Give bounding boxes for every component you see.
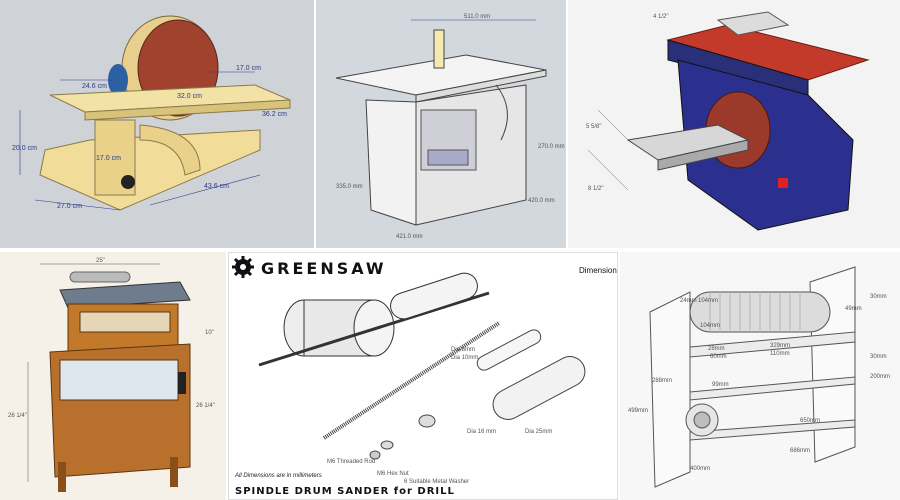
dim-label: 36.2 cm (262, 111, 287, 118)
dim-label: 104mm (700, 323, 720, 329)
dim-label: 329mm (770, 343, 790, 349)
dim-label: 400mm (690, 466, 710, 472)
part-label: M6 Hex Nut (377, 471, 409, 477)
dim-label: 25" (96, 258, 105, 264)
disc-sander-illustration: 24.6 cm 17.0 cm 32.0 cm 20.0 cm 36.2 cm … (0, 0, 314, 248)
greensaw-illustration: GREENSAW Dimensions M6 Threaded Rod M6 H… (232, 256, 617, 497)
dim-label: 30mm (870, 354, 887, 360)
dim-label: 110mm (770, 351, 790, 357)
dim-label: 32.0 cm (177, 93, 202, 100)
dim-label: 686mm (790, 448, 810, 454)
dim-label: 49mm (845, 306, 862, 312)
drum-frame-tile: 24mm 104mm 30mm 49mm 104mm 329mm 110mm 2… (620, 252, 900, 500)
dim-label: 17.0 cm (96, 155, 121, 162)
belt-sander-illustration: 4 1/2" 5 5/8" 8 1/2" (568, 0, 900, 248)
part-label: Dia 16 mm (467, 429, 496, 435)
part-label: M6 Threaded Rod (327, 459, 375, 465)
dim-label: 200mm (870, 374, 890, 380)
dim-label: 270.0 mm (538, 144, 565, 150)
dim-label: 421.0 mm (396, 234, 423, 240)
dim-label: 104mm (698, 298, 718, 304)
dim-label: 24.6 cm (82, 83, 107, 90)
dim-label: 20.0 cm (12, 145, 37, 152)
spindle-table-illustration: 511.0 mm 270.0 mm 335.0 mm 420.0 mm 421.… (316, 0, 566, 248)
dim-label: 99mm (712, 382, 729, 388)
part-label: Dia 25mm (525, 429, 552, 435)
drawing-title: SPINDLE DRUM SANDER for DRILL (235, 486, 455, 497)
dim-label: 420.0 mm (528, 198, 555, 204)
belt-sander-tile: 4 1/2" 5 5/8" 8 1/2" (568, 0, 900, 248)
greensaw-tile: GREENSAW Dimensions M6 Threaded Rod M6 H… (228, 252, 618, 500)
dim-label: 5 5/8" (586, 124, 601, 130)
dim-label: 28mm (708, 346, 725, 352)
part-label: Dia 8mm (451, 347, 475, 353)
brand-name: GREENSAW (261, 259, 387, 278)
disc-sander-tile: 24.6 cm 17.0 cm 32.0 cm 20.0 cm 36.2 cm … (0, 0, 314, 248)
dim-label: 10" (205, 330, 214, 336)
dim-label: 335.0 mm (336, 184, 363, 190)
dim-label: 8 1/2" (588, 186, 603, 192)
dim-label: 30mm (870, 294, 887, 300)
drum-frame-illustration: 24mm 104mm 30mm 49mm 104mm 329mm 110mm 2… (620, 252, 900, 500)
dim-label: 650mm (800, 418, 820, 424)
drum-cabinet-illustration: 25" 10" 26 1/4" 26 1/4" (0, 252, 226, 500)
gear-icon (232, 256, 254, 278)
dim-label: 26 1/4" (8, 413, 27, 419)
drum-cabinet-tile: 25" 10" 26 1/4" 26 1/4" (0, 252, 226, 500)
dim-label: 27.0 cm (57, 203, 82, 210)
section-heading: Dimensions (579, 266, 617, 275)
dim-label: 60mm (710, 354, 727, 360)
dim-label: 24mm (680, 298, 697, 304)
part-label: 6 Suitable Metal Washer (404, 479, 469, 485)
dim-label: 499mm (628, 408, 648, 414)
spindle-table-tile: 511.0 mm 270.0 mm 335.0 mm 420.0 mm 421.… (316, 0, 566, 248)
dim-label: 43.6 cm (204, 183, 229, 190)
dim-label: 511.0 mm (464, 14, 490, 20)
units-note: All Dimensions are in millimeters (234, 473, 322, 479)
dim-label: 288mm (652, 378, 672, 384)
part-label: Dia 10mm (451, 355, 478, 361)
dim-label: 4 1/2" (653, 14, 668, 20)
dim-label: 26 1/4" (196, 403, 215, 409)
dim-label: 17.0 cm (236, 65, 261, 72)
